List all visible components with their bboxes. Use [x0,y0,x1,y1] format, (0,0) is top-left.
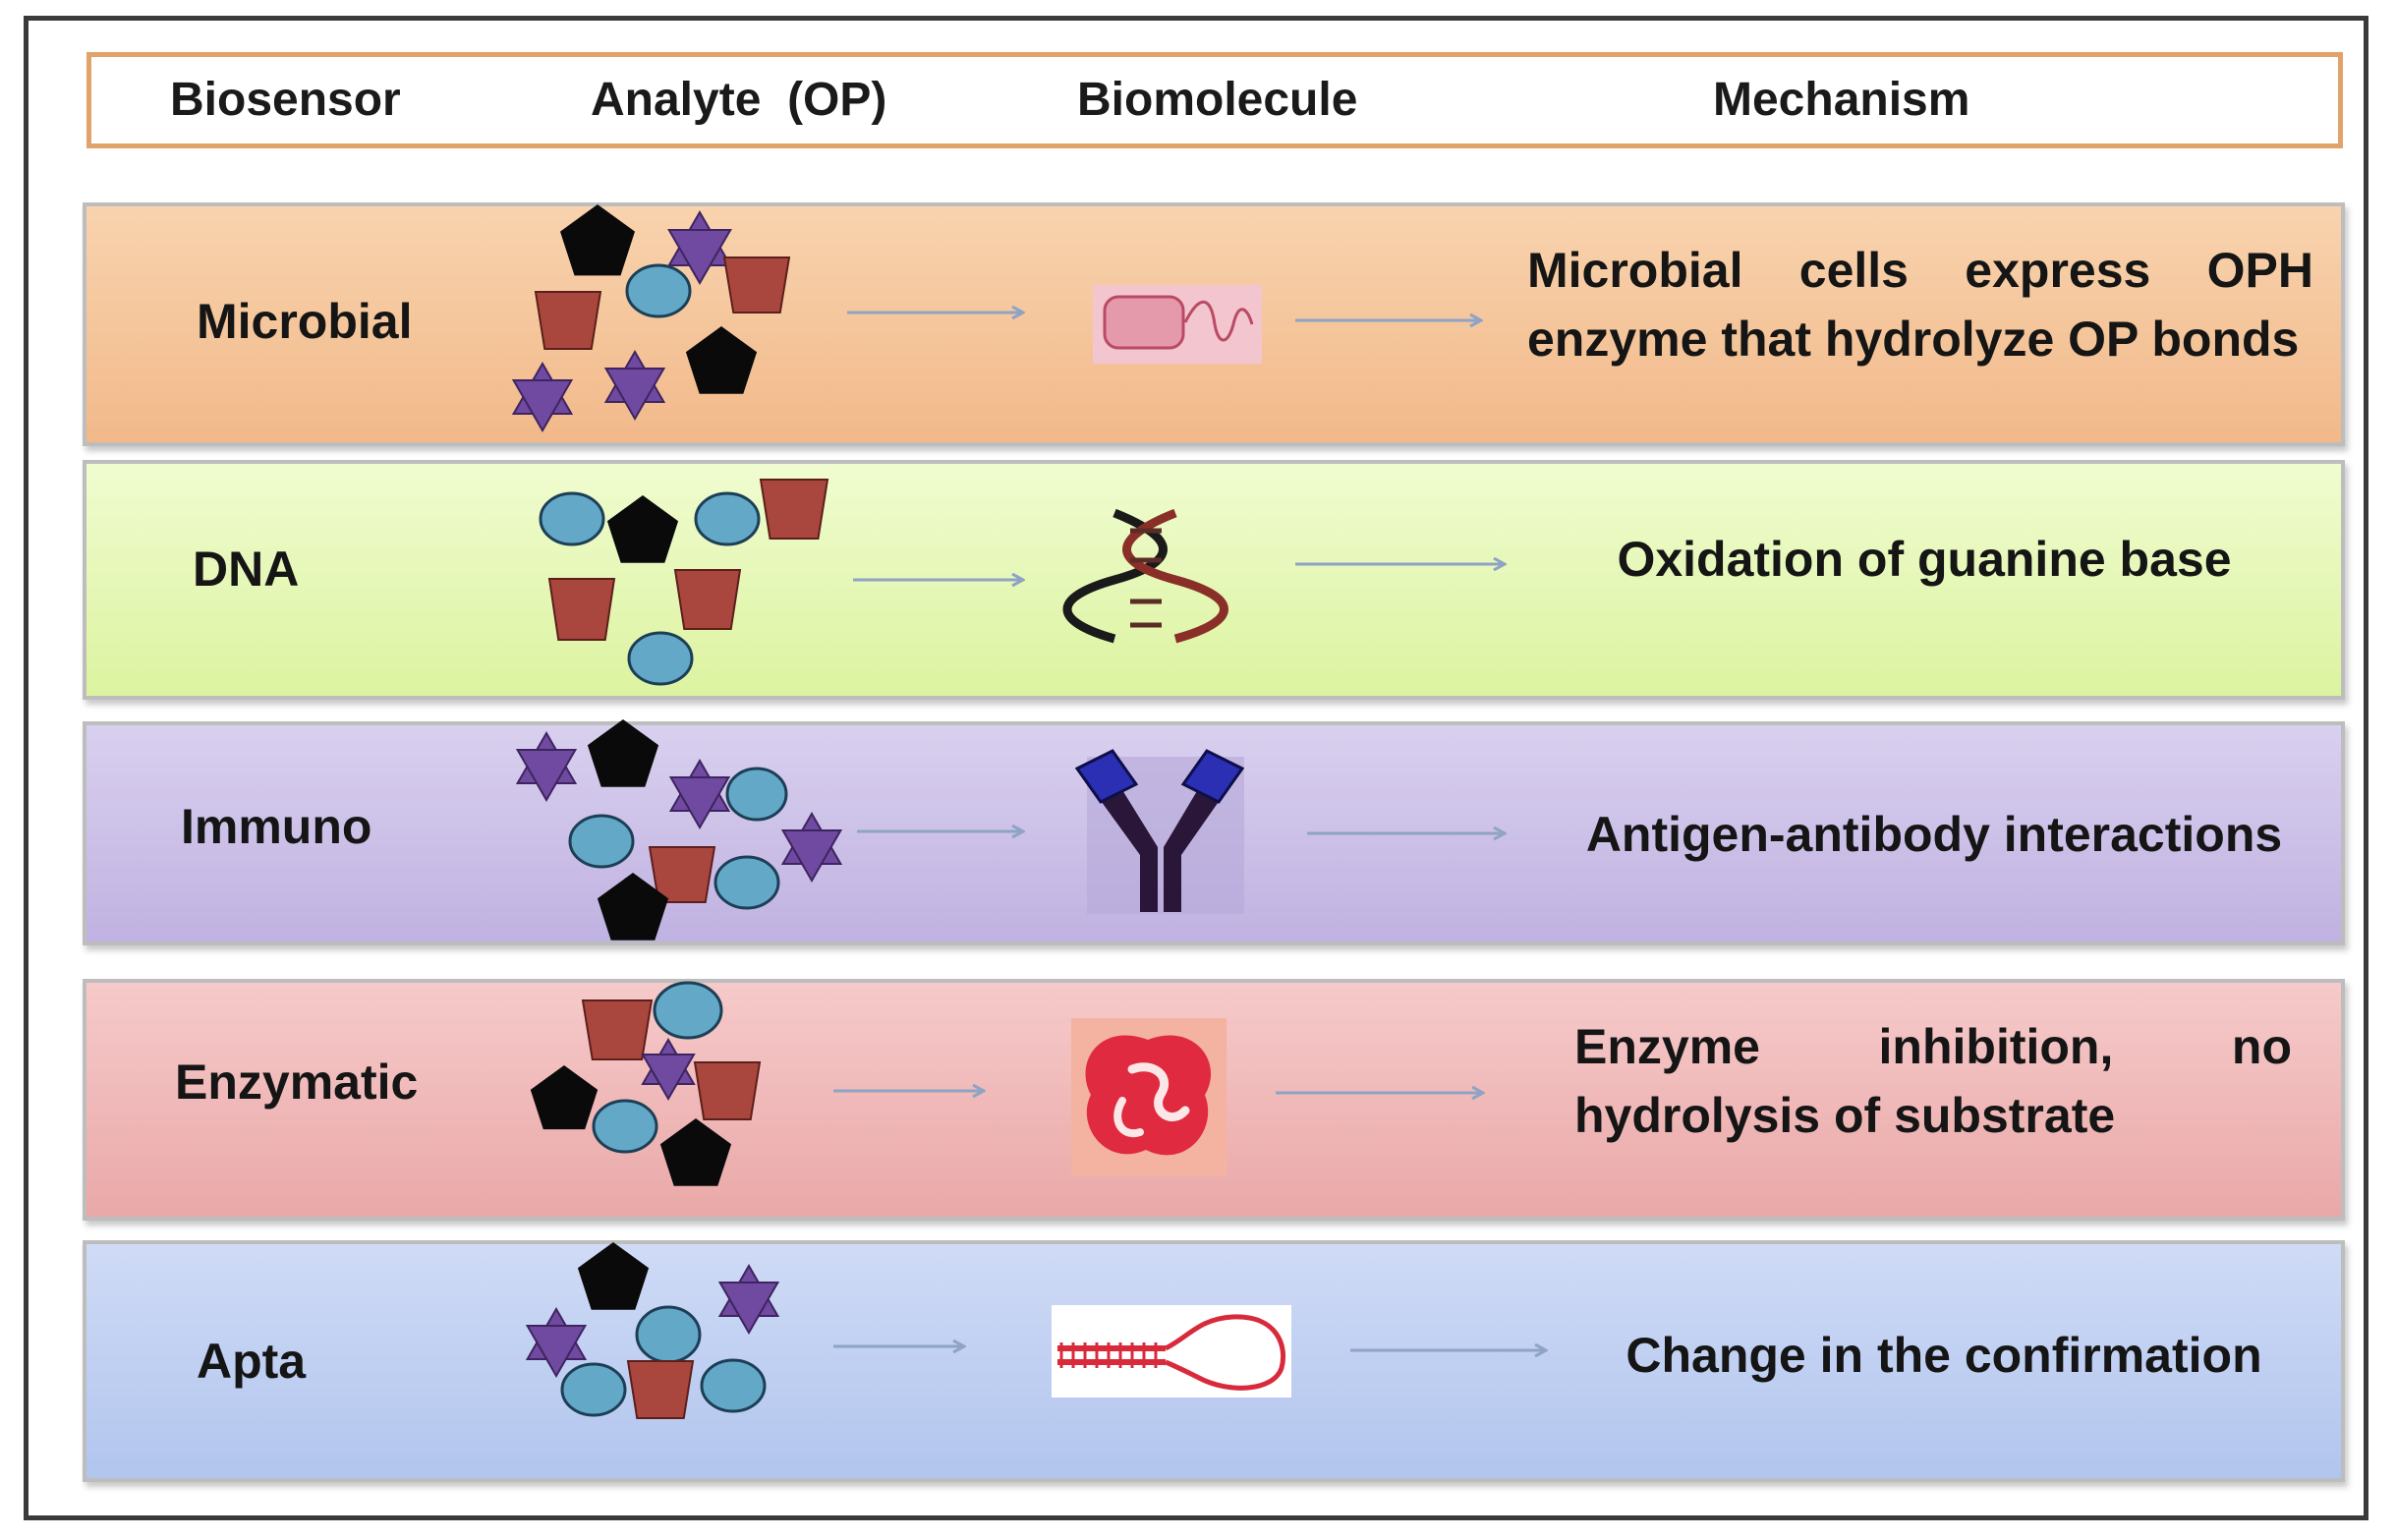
row-label: Enzymatic [175,1055,419,1110]
star-molecule [641,1038,696,1101]
trapezoid-molecule [693,1061,762,1120]
row-mechanism: Microbial cells express OPH enzyme that … [1527,243,2313,367]
star-triangle [511,379,574,433]
table-header: Biosensor Analyte (OP) Biomolecule Mecha… [86,52,2343,148]
row-mechanism: Antigen-antibody interactions [1585,807,2283,862]
pentagon-molecule [659,1118,732,1186]
pentagon-molecule [606,495,679,563]
circle-molecule [653,981,723,1040]
star-triangle [603,368,666,422]
star-molecule [525,1306,588,1379]
header-analyte: Analyte (OP) [591,74,887,126]
trapezoid-molecule [581,999,654,1060]
trapezoid-molecule [626,1360,695,1419]
star-triangle [641,1054,696,1101]
row-mechanism: Enzyme inhibition, no hydrolysis of subs… [1574,1019,2292,1143]
star-triangle [525,1325,588,1379]
star-molecule [667,210,732,285]
star-molecule [515,730,578,803]
star-triangle [667,229,732,285]
bacterium-icon [1093,285,1262,364]
star-molecule [780,811,843,884]
circle-molecule [592,1099,658,1154]
pentagon-molecule [597,873,669,941]
circle-molecule [539,491,605,546]
antibody-icon [1074,749,1245,914]
circle-molecule [568,814,635,869]
trapezoid-molecule [759,479,829,540]
header-biomolecule: Biomolecule [1077,74,1358,126]
star-molecule [511,361,574,433]
enzyme-icon [1071,1018,1227,1175]
trapezoid-molecule [673,569,742,630]
row-mechanism: Oxidation of guanine base [1617,532,2232,587]
row-label: DNA [193,542,300,597]
pentagon-molecule [685,326,758,394]
circle-molecule [625,263,692,318]
pentagon-molecule [587,719,659,787]
aptamer-icon [1052,1305,1291,1397]
star-triangle [780,829,843,884]
pentagon-molecule [577,1242,650,1310]
pentagon-molecule [560,204,635,276]
star-triangle [515,749,578,803]
dna-helix-icon [1062,508,1228,644]
row-label: Immuno [181,799,372,854]
header-biosensor: Biosensor [170,74,401,126]
star-molecule [603,349,666,422]
circle-molecule [635,1305,702,1364]
row-label: Apta [197,1334,307,1389]
star-triangle [717,1282,780,1336]
star-triangle [668,776,731,830]
header-mechanism: Mechanism [1713,74,1970,126]
circle-molecule [694,491,761,546]
row-mechanism: Change in the confirmation [1626,1328,2262,1383]
circle-molecule [713,855,780,910]
row-label: Microbial [197,294,413,349]
star-molecule [717,1263,780,1336]
trapezoid-molecule [534,291,602,350]
trapezoid-molecule [648,846,716,903]
row-dna: DNA Oxidation of guanine base [83,460,2345,700]
trapezoid-molecule [547,578,616,641]
circle-molecule [700,1358,767,1413]
circle-molecule [627,631,694,686]
trapezoid-molecule [722,257,791,314]
star-molecule [668,758,731,830]
circle-molecule [725,767,788,822]
circle-molecule [560,1362,627,1417]
pentagon-molecule [530,1065,599,1130]
